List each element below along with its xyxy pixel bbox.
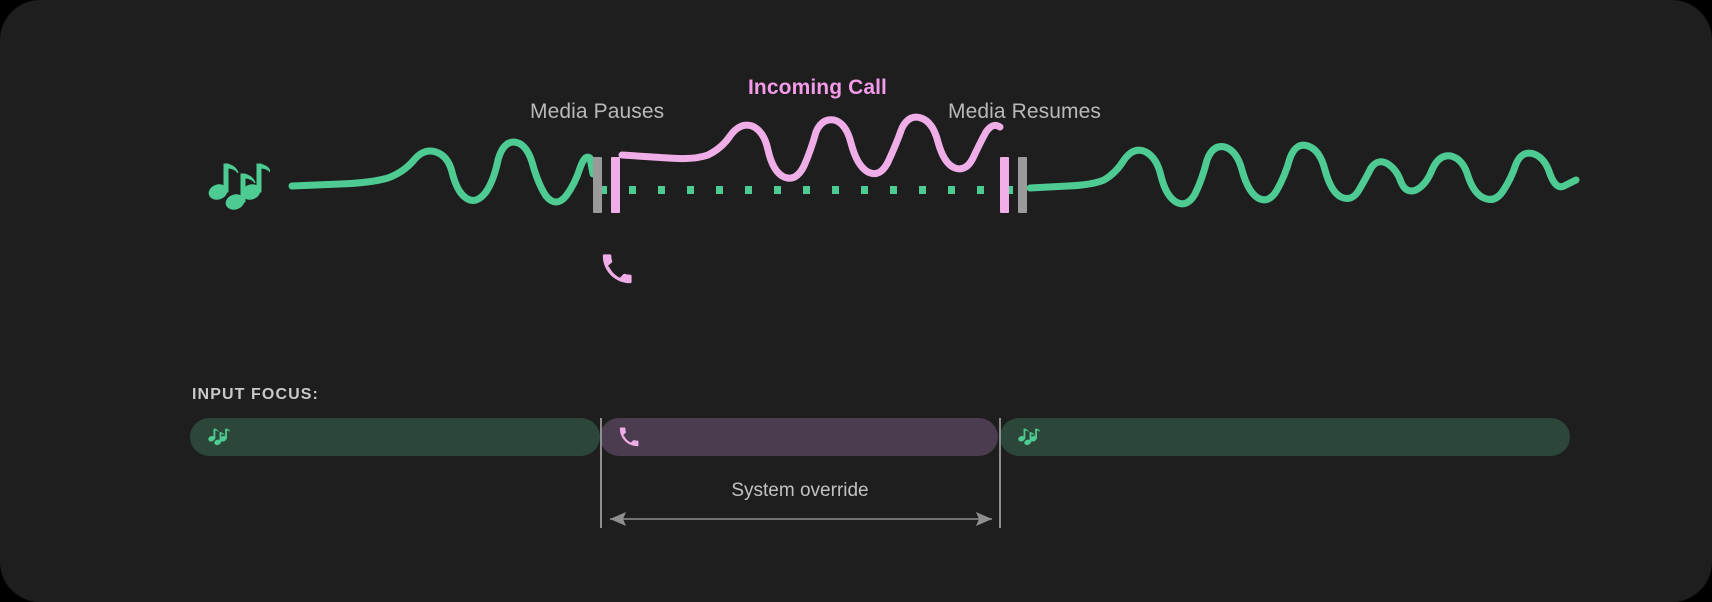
input-focus-title: INPUT FOCUS:	[192, 386, 319, 403]
phone-icon	[602, 254, 632, 284]
marker-resume-pink	[1000, 157, 1009, 213]
marker-resume-gray	[1018, 157, 1027, 213]
override-label: System override	[731, 480, 869, 501]
focus-bar-media-after[interactable]	[1000, 418, 1570, 456]
phone-icon	[619, 427, 639, 447]
focus-bar-call[interactable]	[600, 418, 998, 456]
focus-bar-media-before[interactable]	[190, 418, 600, 456]
override-span-right-rule	[999, 418, 1001, 528]
label-incoming-call: Incoming Call	[748, 76, 887, 99]
override-span-left-rule	[600, 418, 602, 528]
waveform-media-before	[288, 138, 597, 206]
music-notes-icon	[208, 163, 270, 210]
label-media-pauses: Media Pauses	[530, 100, 665, 123]
music-notes-icon	[208, 428, 230, 446]
marker-pause-pink	[611, 157, 620, 213]
override-span-arrow	[610, 512, 992, 526]
waveform-call	[618, 113, 1004, 182]
music-notes-icon	[1018, 428, 1040, 446]
marker-pause-gray	[593, 157, 602, 213]
label-media-resumes: Media Resumes	[948, 100, 1102, 123]
waveform-media-after	[1026, 141, 1580, 208]
